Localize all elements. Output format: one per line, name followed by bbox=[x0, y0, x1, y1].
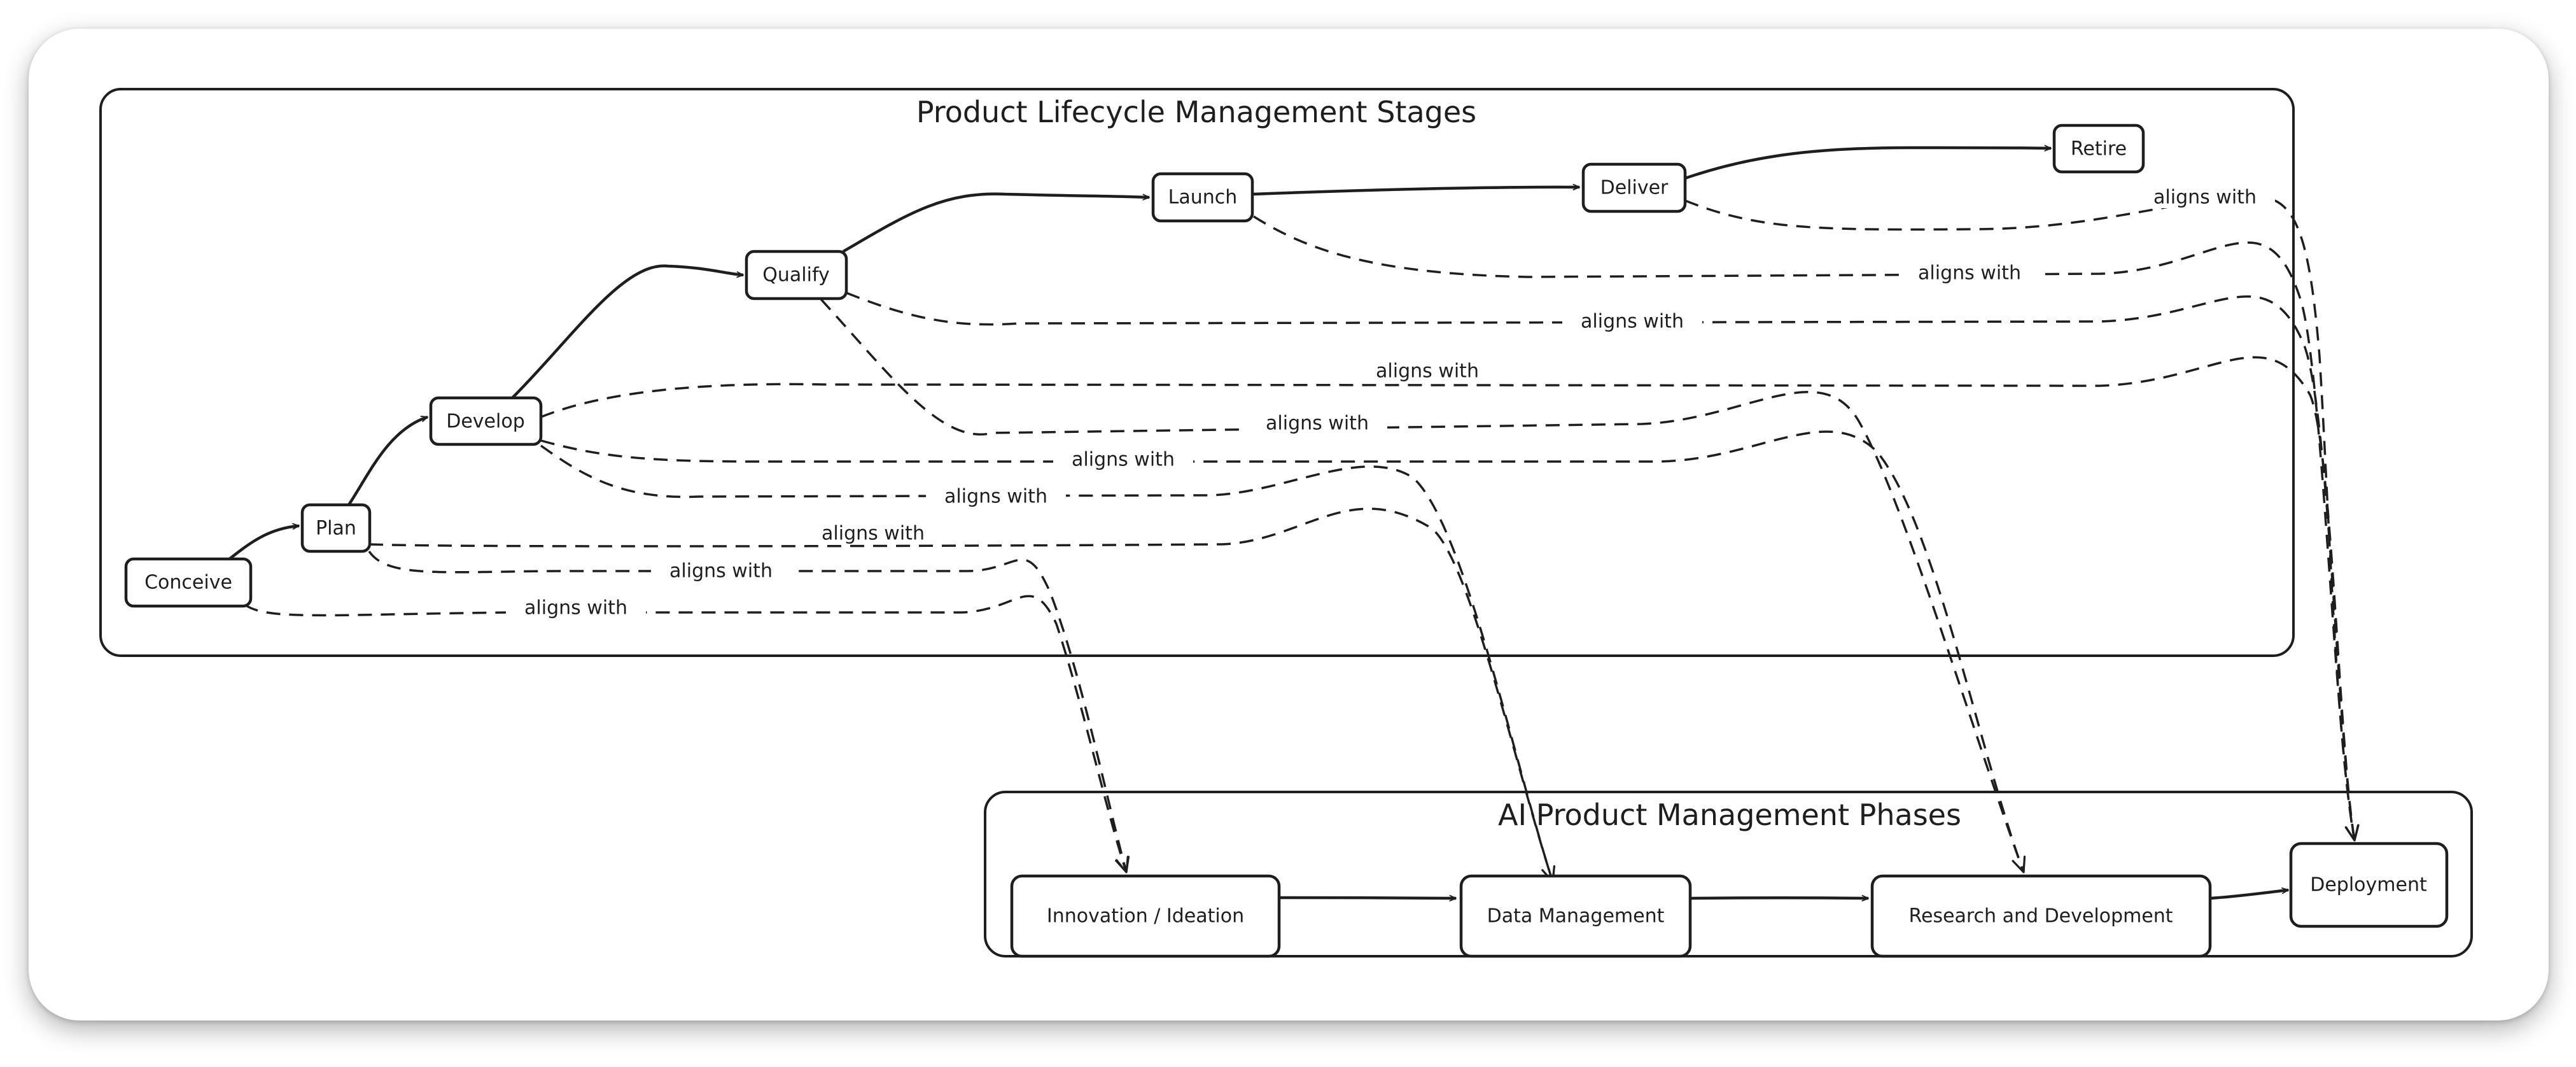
label-qualify-deployment: aligns with bbox=[1562, 311, 1702, 333]
svg-text:aligns with: aligns with bbox=[669, 560, 773, 583]
edge-launch-deliver[interactable] bbox=[1252, 183, 1580, 196]
group-ai-frame bbox=[984, 791, 2473, 957]
label-qualify-rnd: aligns with bbox=[1247, 413, 1387, 435]
group-plm: Product Lifecycle Management Stages bbox=[99, 88, 2295, 657]
edge-deliver-deployment[interactable] bbox=[1684, 196, 2360, 842]
label-develop-deployment: aligns with bbox=[1357, 360, 1497, 383]
svg-text:aligns with: aligns with bbox=[944, 486, 1047, 508]
group-ai: AI Product Management Phases bbox=[984, 791, 2473, 957]
svg-text:aligns with: aligns with bbox=[1581, 311, 1684, 333]
edge-qualify-deployment[interactable] bbox=[846, 292, 2360, 842]
edge-develop-datamgmt-a[interactable] bbox=[540, 444, 1555, 883]
label-deliver-deployment: aligns with bbox=[2135, 187, 2275, 209]
svg-text:Plan: Plan bbox=[316, 518, 356, 540]
edge-conceive-innovation[interactable] bbox=[244, 595, 1129, 873]
svg-text:Data Management: Data Management bbox=[1487, 905, 1665, 928]
label-conceive-innovation: aligns with bbox=[506, 597, 646, 619]
edge-deliver-retire[interactable] bbox=[1684, 145, 2052, 180]
group-plm-title: Product Lifecycle Management Stages bbox=[916, 95, 1476, 129]
edge-develop-rnd[interactable] bbox=[540, 430, 2026, 873]
svg-text:Retire: Retire bbox=[2071, 138, 2127, 160]
group-plm-frame bbox=[99, 88, 2295, 657]
svg-text:Develop: Develop bbox=[446, 411, 525, 433]
svg-text:aligns with: aligns with bbox=[1072, 449, 1175, 471]
node-retire[interactable]: Retire bbox=[2052, 124, 2145, 174]
node-qualify[interactable]: Qualify bbox=[745, 250, 848, 300]
label-develop-datamgmt: aligns with bbox=[926, 486, 1066, 508]
label-launch-deployment: aligns with bbox=[1900, 262, 2040, 285]
svg-text:Qualify: Qualify bbox=[762, 264, 829, 286]
node-data-management[interactable]: Data Management bbox=[1459, 874, 1692, 958]
align-edges bbox=[244, 196, 2360, 883]
svg-text:aligns with: aligns with bbox=[822, 523, 925, 545]
svg-text:Deliver: Deliver bbox=[1600, 177, 1669, 199]
svg-text:Innovation / Ideation: Innovation / Ideation bbox=[1047, 905, 1244, 928]
svg-text:Deployment: Deployment bbox=[2310, 874, 2427, 896]
node-develop[interactable]: Develop bbox=[429, 396, 543, 446]
align-labels: aligns with aligns with aligns with alig… bbox=[506, 187, 2275, 619]
edge-launch-deployment[interactable] bbox=[1253, 215, 2360, 842]
node-innovation[interactable]: Innovation / Ideation bbox=[1010, 874, 1281, 958]
svg-text:Launch: Launch bbox=[1168, 187, 1238, 209]
svg-text:Research and Development: Research and Development bbox=[1908, 905, 2173, 928]
svg-text:aligns with: aligns with bbox=[1266, 413, 1369, 435]
node-deployment[interactable]: Deployment bbox=[2289, 842, 2449, 928]
edge-plan-datamgmt[interactable] bbox=[368, 507, 1555, 883]
edge-qualify-rnd[interactable] bbox=[820, 298, 2026, 873]
label-plan-innovation: aligns with bbox=[651, 560, 791, 583]
edge-rnd-deployment[interactable] bbox=[2209, 887, 2289, 900]
node-plan[interactable]: Plan bbox=[300, 503, 372, 553]
svg-text:aligns with: aligns with bbox=[1918, 262, 2021, 285]
label-develop-rnd: aligns with bbox=[1053, 449, 1193, 471]
flow-edges bbox=[227, 145, 2289, 901]
node-launch[interactable]: Launch bbox=[1151, 172, 1254, 223]
edge-plan-develop[interactable] bbox=[347, 415, 428, 506]
node-deliver[interactable]: Deliver bbox=[1581, 162, 1687, 213]
node-conceive[interactable]: Conceive bbox=[124, 557, 253, 608]
label-plan-datamgmt: aligns with bbox=[803, 523, 943, 545]
edge-conceive-plan[interactable] bbox=[227, 523, 300, 562]
edge-develop-qualify[interactable] bbox=[511, 264, 744, 399]
svg-text:aligns with: aligns with bbox=[524, 597, 627, 619]
group-ai-title: AI Product Management Phases bbox=[1498, 798, 1961, 832]
node-research-development[interactable]: Research and Development bbox=[1870, 874, 2212, 958]
svg-text:Conceive: Conceive bbox=[144, 572, 232, 594]
edge-plan-innovation[interactable] bbox=[368, 551, 1130, 873]
edge-qualify-launch[interactable] bbox=[842, 192, 1150, 253]
svg-text:aligns with: aligns with bbox=[2153, 187, 2257, 209]
svg-text:aligns with: aligns with bbox=[1376, 360, 1479, 383]
edge-develop-deployment[interactable] bbox=[540, 356, 2360, 842]
